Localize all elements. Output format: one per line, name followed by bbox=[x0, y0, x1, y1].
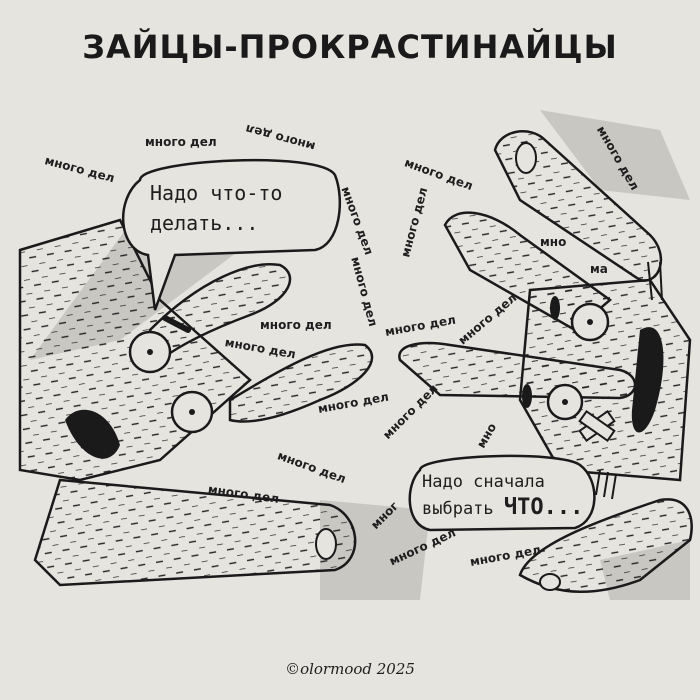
comic-title: ЗАЙЦЫ-ПРОКРАСТИНАЙЦЫ bbox=[82, 28, 618, 66]
left-rabbit-ear-lower bbox=[228, 343, 374, 423]
tag-8: много дел bbox=[260, 318, 332, 332]
bottom-ear bbox=[33, 478, 357, 587]
partial-tag-1: мно bbox=[540, 235, 567, 249]
speech-bubble-right bbox=[408, 454, 596, 532]
speech-left-line2: делать... bbox=[150, 211, 259, 235]
left-rabbit bbox=[18, 218, 374, 482]
bottom-right-ear bbox=[518, 498, 693, 593]
speech-right-emphasis: ЧТО... bbox=[503, 495, 584, 520]
right-rabbit-ear-left bbox=[398, 341, 637, 400]
speech-bubble-left bbox=[121, 158, 342, 311]
bandage-icon bbox=[578, 409, 616, 443]
partial-tag-2: ма bbox=[590, 262, 608, 276]
copyright: ©olormood 2025 bbox=[285, 660, 415, 678]
speech-right-line1: Надо сначала bbox=[422, 472, 545, 492]
right-rabbit-mouth bbox=[631, 327, 664, 433]
speech-right-line2: выбрать bbox=[422, 499, 494, 519]
left-rabbit-mouth bbox=[65, 409, 120, 459]
left-rabbit-brow bbox=[162, 315, 191, 333]
left-rabbit-ear-upper bbox=[148, 263, 292, 363]
speech-text-left: Надо что-то делать... bbox=[150, 178, 330, 238]
speech-left-line1: Надо что-то bbox=[150, 181, 283, 205]
tag-2: много дел bbox=[145, 135, 217, 149]
speech-text-right: Надо сначала выбрать ЧТО... bbox=[422, 470, 592, 522]
right-rabbit bbox=[398, 130, 692, 482]
